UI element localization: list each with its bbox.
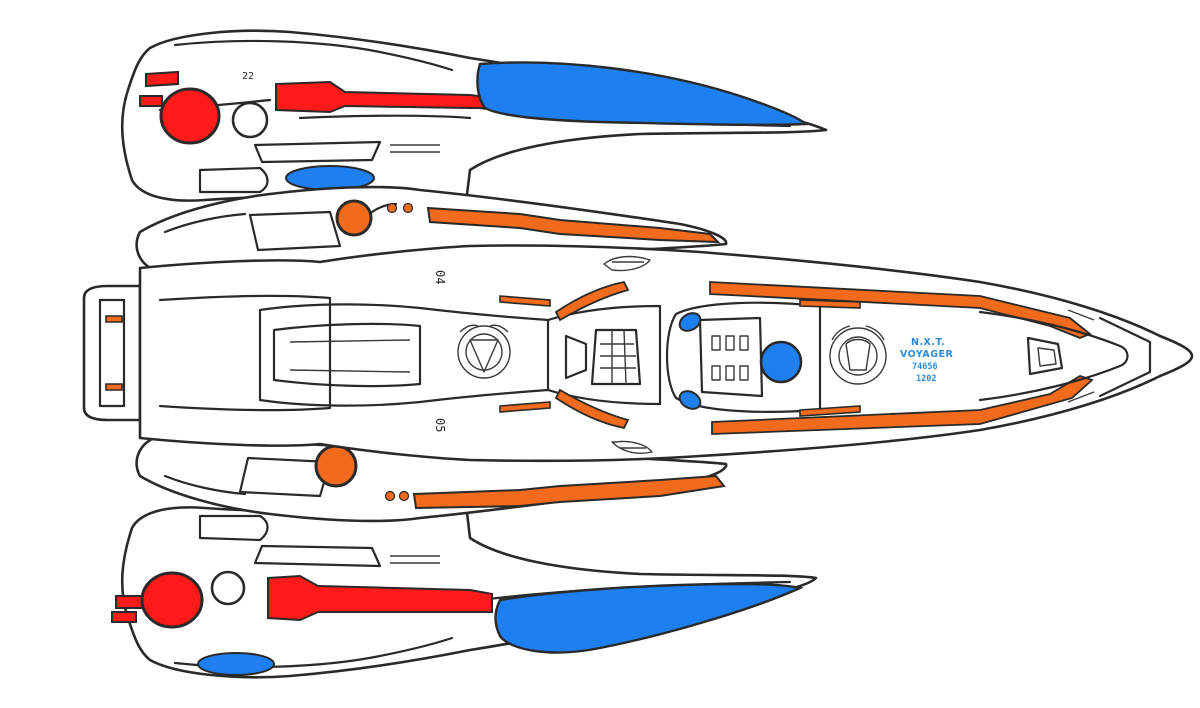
lower-orange-light [314,444,358,488]
nacelle-number-upper: 04 [433,270,447,284]
deck-number-upper: 22 [242,71,254,82]
upper-outer-pylon: 22 [120,29,828,237]
nacelle-number-lower: 05 [433,418,447,432]
upper-laurel-emblem [603,255,651,272]
hull-marking-class: N.X.T. [911,337,945,348]
lower-red-bar [267,574,493,622]
aft-emblem [457,324,511,379]
upper-red-bussard [159,87,221,145]
hull-marking-registry: 74656 [912,362,938,372]
lower-orange-stripe [412,474,726,510]
lower-outer-pylon [111,468,818,679]
forward-emblem [829,325,887,385]
upper-blue-nacelle-panel [476,61,810,127]
lower-laurel-emblem [611,440,653,454]
hull-marking-number: 1202 [916,374,936,384]
central-hull: 04 05 N.X.T. VOYAGER 74656 1202 [82,244,1194,463]
hull-marking-name: VOYAGER [900,349,954,360]
ventral-orange-stripe [711,375,1094,435]
lower-blue-pod [197,652,275,676]
upper-blue-sensor [678,312,702,332]
lower-blue-sensor [678,390,702,410]
dorsal-orange-stripe [709,281,1092,339]
lower-blue-nacelle-panel [494,582,804,654]
lower-red-bussard [140,571,204,629]
upper-red-stripe [145,70,179,88]
upper-orange-stripe [426,206,721,244]
bridge-blue-dome [759,340,803,384]
upper-orange-light [335,199,373,237]
